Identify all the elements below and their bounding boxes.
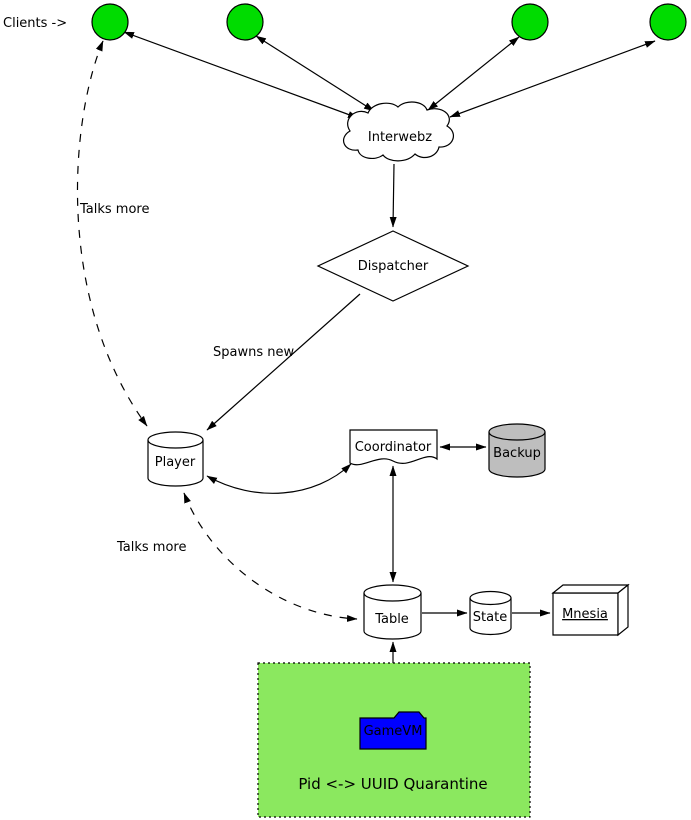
edge-label-talks-more-top: Talks more <box>79 202 149 217</box>
dispatcher-diamond <box>316 230 470 302</box>
edge-interwebz-dispatcher <box>389 163 397 228</box>
coordinator-label: Coordinator <box>355 440 432 455</box>
interwebz-label: Interwebz <box>368 130 432 145</box>
coordinator-node <box>349 429 438 466</box>
edge-dispatcher-player <box>206 293 361 431</box>
edge-client1-interwebz <box>123 31 359 119</box>
table-label: Table <box>374 612 409 627</box>
player-label: Player <box>155 455 196 470</box>
edge-client2-interwebz <box>255 35 375 112</box>
quarantine-label: Pid <-> UUID Quarantine <box>298 775 487 793</box>
player-node <box>147 431 204 487</box>
edge-player-coordinator <box>206 463 352 494</box>
clients-label: Clients -> <box>3 16 67 31</box>
backup-label: Backup <box>493 446 541 461</box>
interwebz-cloud <box>342 101 455 162</box>
edge-label-spawns-new: Spawns new <box>213 345 294 360</box>
client-node-1 <box>91 3 129 41</box>
edge-talks-more-player-table <box>183 492 358 622</box>
mnesia-label[interactable]: Mnesia <box>562 607 608 622</box>
edge-client4-interwebz <box>449 40 656 118</box>
state-node <box>469 590 512 636</box>
gamevm-node <box>359 711 427 750</box>
edge-label-talks-more-bottom: Talks more <box>116 540 186 555</box>
client-node-2 <box>226 3 264 41</box>
edge-client3-interwebz <box>427 36 520 111</box>
state-label: State <box>473 610 507 625</box>
table-node <box>363 584 422 640</box>
dispatcher-label: Dispatcher <box>358 259 429 274</box>
client-node-4 <box>649 3 687 41</box>
gamevm-label: GameVM <box>364 724 423 739</box>
edge-talks-more-client-player <box>76 40 148 427</box>
backup-node <box>488 423 546 478</box>
mnesia-node <box>551 583 630 637</box>
client-node-3 <box>511 3 549 41</box>
